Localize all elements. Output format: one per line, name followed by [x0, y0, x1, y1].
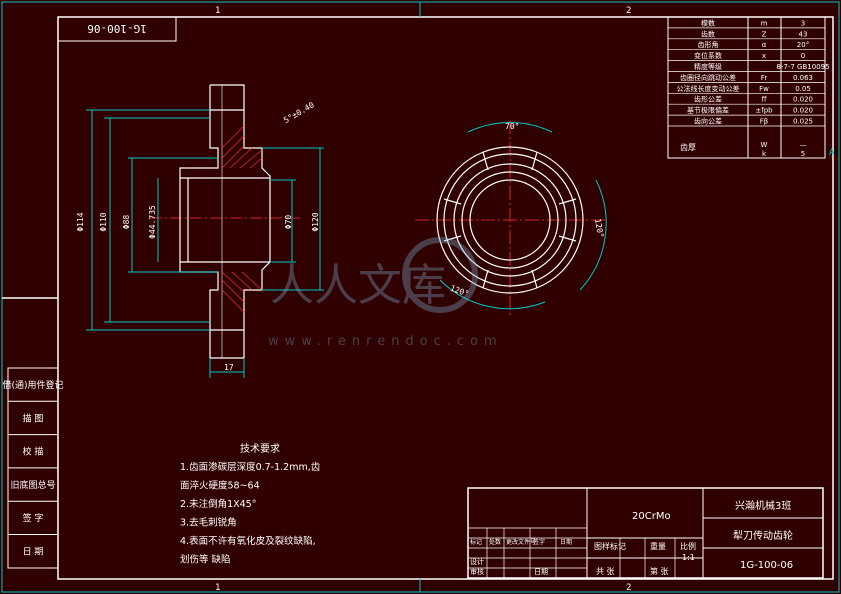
- zone-bottom-2: 2: [626, 583, 631, 593]
- sheet-total: 共 张: [596, 567, 615, 576]
- param-label: 公法线长度变动公差: [677, 84, 740, 93]
- drawing-number-rotated: 1G-100-06: [87, 22, 147, 35]
- param-label: 模数: [701, 18, 715, 27]
- dim-d88: Φ88: [122, 215, 131, 230]
- thickness-value: 5: [801, 150, 805, 158]
- param-value: 3: [801, 19, 805, 27]
- left-label: 借(通)用件登记: [2, 379, 63, 391]
- tech-req-title: 技术要求: [240, 442, 280, 455]
- sign-row-review: 审核: [470, 567, 484, 576]
- thickness-label: 齿厚: [680, 143, 696, 152]
- param-label: 精度等级: [694, 62, 722, 71]
- sheet-number: 第 张: [650, 566, 669, 576]
- scale-value: 1:1: [682, 553, 695, 562]
- rev-h-1: 处数: [489, 538, 501, 546]
- left-label: 日 期: [23, 547, 44, 558]
- param-label: 齿圈径向跳动公差: [680, 73, 736, 82]
- part-name: 犁刀传动齿轮: [733, 529, 793, 542]
- watermark-text: 人人文库: [270, 260, 446, 311]
- dim-d120: Φ120: [311, 212, 320, 231]
- param-symbol: Fr: [761, 74, 768, 82]
- param-symbol: x: [762, 52, 766, 60]
- thickness-value: —: [800, 141, 807, 149]
- zone-top-2: 2: [626, 6, 631, 16]
- rev-h-2: 更改文件号: [506, 538, 536, 546]
- param-label: 齿向公差: [694, 117, 722, 126]
- dim-d110: Φ110: [99, 212, 108, 231]
- thickness-symbol: W: [761, 141, 768, 149]
- param-label: 齿形角: [698, 40, 719, 49]
- company: 兴瀚机械3班: [735, 499, 791, 512]
- dim-d114: Φ114: [76, 212, 85, 231]
- tech-req-line: 3.去毛刺锐角: [180, 517, 237, 529]
- param-value: 0: [801, 52, 805, 60]
- param-symbol: Fβ: [760, 118, 769, 126]
- param-value: 0.05: [795, 85, 811, 93]
- param-value: 0.020: [793, 107, 813, 115]
- watermark-url: www.renrendoc.com: [268, 334, 503, 349]
- param-label: 基节极限偏差: [687, 106, 729, 115]
- gear-parameter-table: 模数 m 3 齿数 Z 43 齿形角 α 20° 变位系数 x 0 精度等级 8-7-7 GB10095 齿…: [667, 16, 830, 159]
- zone-bottom-1: 1: [215, 583, 220, 593]
- watermark: 人人文库 www.renrendoc.com: [268, 237, 503, 349]
- thickness-symbol: k: [762, 150, 767, 158]
- left-label: 签 字: [23, 512, 44, 524]
- zone-right-a: A: [829, 148, 835, 158]
- param-symbol: α: [762, 41, 767, 49]
- tech-req-line: 4.表面不许有氧化皮及裂纹缺陷,: [180, 535, 316, 547]
- tech-req-line: 面淬火硬度58~64: [180, 480, 260, 492]
- front-view: 70° 120° 120°: [415, 120, 607, 315]
- tech-req-line: 1.齿面渗碳层深度0.7-1.2mm,齿: [180, 461, 321, 473]
- angle-top: 70°: [505, 122, 519, 131]
- drawing-number: 1G-100-06: [740, 560, 793, 571]
- param-label: 齿数: [701, 29, 715, 38]
- param-value: 43: [799, 30, 808, 38]
- dim-d44: Φ44.735: [148, 205, 157, 239]
- param-symbol: Z: [762, 30, 767, 38]
- tech-req-line: 划伤等 缺陷: [180, 554, 231, 566]
- param-label: 变位系数: [694, 51, 722, 60]
- dim-d70: Φ70: [284, 215, 293, 230]
- left-label: 旧底图总号: [10, 479, 55, 491]
- param-value: 0.020: [793, 96, 813, 104]
- sign-date: 日期: [534, 568, 548, 576]
- rev-h-0: 标记: [470, 538, 482, 546]
- param-value: 8-7-7 GB10095: [776, 63, 829, 71]
- sign-row-design: 设计: [470, 557, 484, 566]
- stage-label: 图样标记: [594, 541, 626, 551]
- title-block: [467, 487, 824, 579]
- param-symbol: ff: [762, 96, 767, 104]
- param-symbol: ±fpb: [755, 107, 773, 115]
- material: 20CrMo: [632, 511, 671, 522]
- rev-h-3: 签字: [533, 538, 545, 546]
- scale-label: 比例: [680, 541, 696, 551]
- drawing-number-box: [57, 16, 177, 42]
- param-symbol: m: [761, 19, 768, 27]
- dim-width: 17: [224, 363, 234, 372]
- param-label: 齿形公差: [694, 95, 722, 104]
- weight-label: 重量: [650, 541, 666, 551]
- tech-req-line: 2.未注倒角1X45°: [180, 498, 256, 510]
- dim-chamfer: 5°±0.40: [282, 100, 316, 125]
- rev-h-4: 日期: [560, 538, 572, 546]
- angle-right: 120°: [593, 218, 605, 239]
- param-value: 0.025: [793, 118, 813, 126]
- zone-top-1: 1: [215, 6, 220, 16]
- left-label: 校 描: [23, 446, 44, 458]
- param-symbol: Fw: [759, 85, 769, 93]
- left-label: 描 图: [23, 412, 44, 424]
- param-value: 20°: [797, 41, 809, 49]
- param-value: 0.063: [793, 74, 813, 82]
